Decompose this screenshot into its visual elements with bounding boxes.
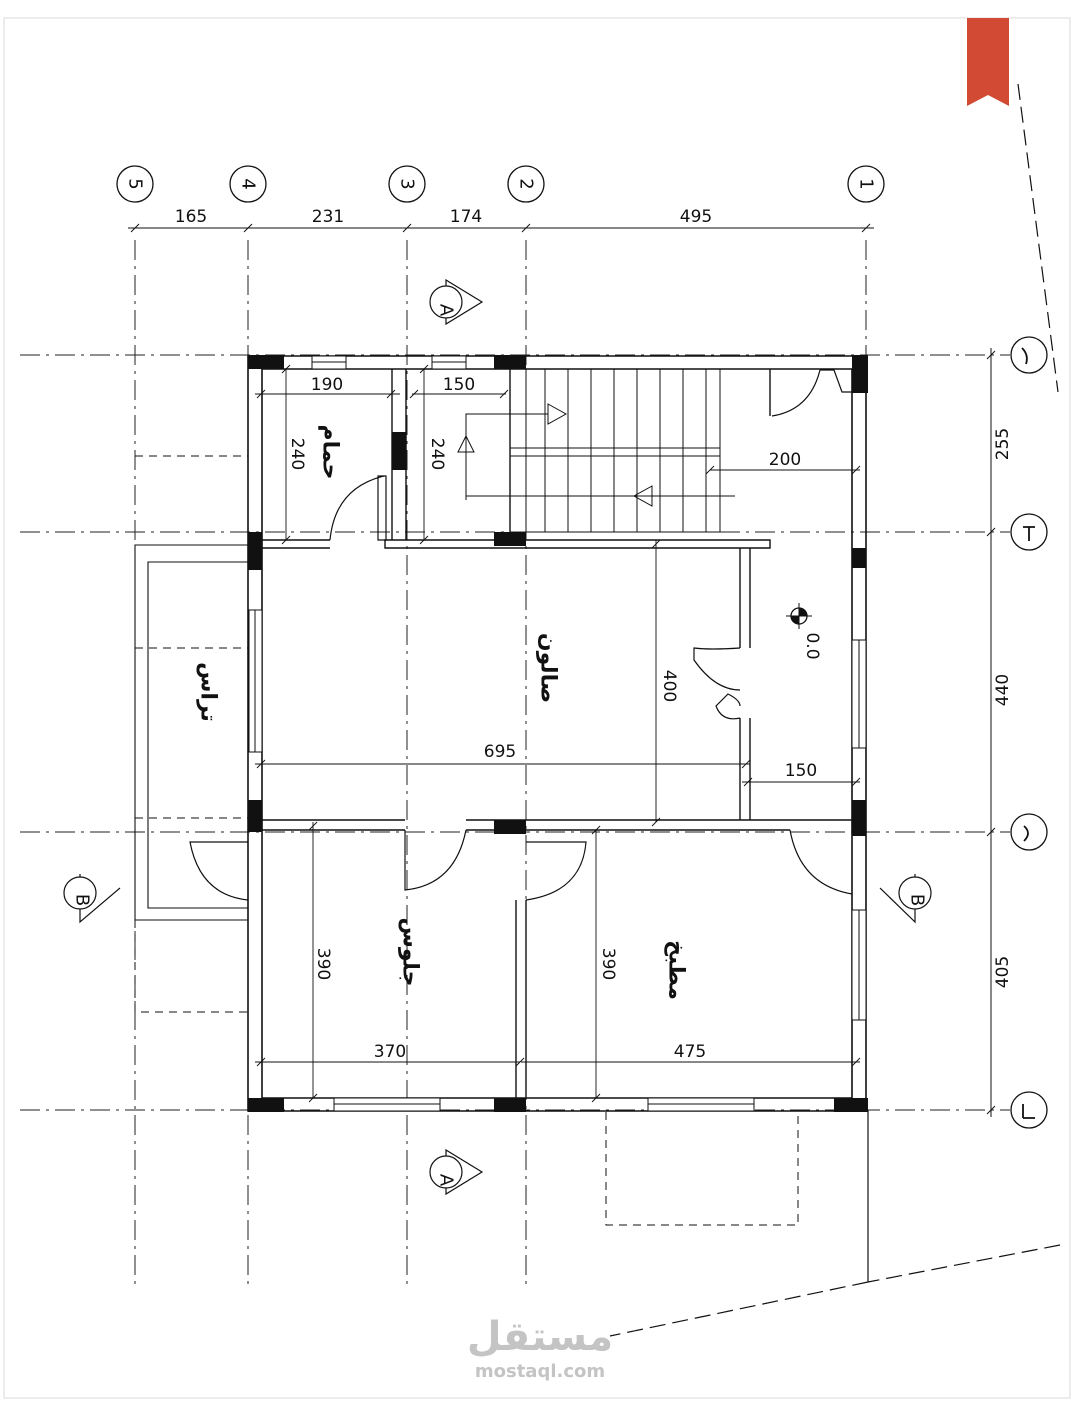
window-mullions bbox=[254, 361, 860, 1105]
level-marker: 0.0 bbox=[786, 603, 822, 660]
sheet-border bbox=[3, 17, 1071, 1399]
staircase bbox=[457, 368, 735, 533]
room-kitchen-label: مطبخ bbox=[664, 940, 689, 1000]
structural-columns bbox=[248, 355, 868, 1112]
watermark-arabic: مستقل bbox=[467, 1314, 613, 1360]
dim-bath-width: 190 bbox=[311, 375, 343, 395]
interior-dimension-values: 190 150 240 240 200 400 695 150 390 390 … bbox=[287, 375, 817, 1062]
room-sitting-label: جلوس bbox=[398, 918, 423, 987]
interior-dimension-lines bbox=[255, 369, 860, 1098]
column-dimensions: 165 231 174 495 bbox=[175, 207, 712, 227]
dim-165: 165 bbox=[175, 207, 207, 227]
column-axis-labels: 5 4 3 2 1 bbox=[125, 178, 877, 189]
section-labels: A A B B bbox=[72, 304, 928, 1187]
top-dimension-line bbox=[128, 223, 874, 233]
row-axis-glyphs bbox=[1021, 347, 1035, 1119]
dim-kitchen-height: 390 bbox=[598, 948, 618, 980]
right-dimension-line bbox=[986, 348, 996, 1117]
dim-kitchen-width: 475 bbox=[674, 1042, 706, 1062]
dashed-outlines bbox=[134, 455, 799, 1226]
dim-231: 231 bbox=[312, 207, 344, 227]
section-b-right: B bbox=[907, 894, 928, 906]
dim-405: 405 bbox=[993, 956, 1013, 988]
watermark-latin: mostaql.com bbox=[475, 1361, 605, 1382]
column-label-3: 3 bbox=[397, 178, 418, 189]
doors bbox=[189, 369, 853, 901]
room-terrace-label: تراس bbox=[196, 662, 221, 722]
dim-174: 174 bbox=[450, 207, 482, 227]
interior-dimension-ticks bbox=[256, 364, 861, 1103]
dim-entry-width: 150 bbox=[785, 761, 817, 781]
dim-bath-height: 240 bbox=[287, 438, 307, 470]
dim-stair-width: 200 bbox=[769, 450, 801, 470]
section-b-left: B bbox=[72, 894, 93, 906]
column-label-2: 2 bbox=[516, 178, 537, 189]
dim-440: 440 bbox=[993, 674, 1013, 706]
watermark: مستقل mostaql.com bbox=[467, 1314, 613, 1382]
room-salon-label: صالون bbox=[536, 633, 561, 703]
dim-495: 495 bbox=[680, 207, 712, 227]
section-a-top: A bbox=[436, 304, 457, 317]
row-dimensions: 255 440 405 bbox=[993, 428, 1013, 988]
column-label-5: 5 bbox=[125, 178, 146, 189]
column-label-4: 4 bbox=[238, 178, 259, 189]
bookmark-icon[interactable] bbox=[967, 18, 1009, 106]
dim-sitting-width: 370 bbox=[374, 1042, 406, 1062]
dim-wc-width: 150 bbox=[443, 375, 475, 395]
dim-255: 255 bbox=[993, 428, 1013, 460]
dim-salon-width: 695 bbox=[484, 742, 516, 762]
dim-wc-height: 240 bbox=[427, 438, 447, 470]
room-bath-label: حمام bbox=[318, 425, 343, 480]
column-axis-bubbles bbox=[116, 165, 885, 203]
section-markers bbox=[63, 278, 932, 1196]
terrace-outline bbox=[134, 544, 248, 921]
column-label-1: 1 bbox=[856, 178, 877, 189]
dim-sitting-height: 390 bbox=[313, 948, 333, 980]
plot-boundary bbox=[609, 83, 1061, 1337]
section-a-bottom: A bbox=[436, 1174, 457, 1187]
level-value: 0.0 bbox=[802, 632, 822, 659]
dim-salon-height: 400 bbox=[659, 670, 679, 702]
room-labels: حمام صالون تراس جلوس مطبخ bbox=[196, 425, 689, 1000]
